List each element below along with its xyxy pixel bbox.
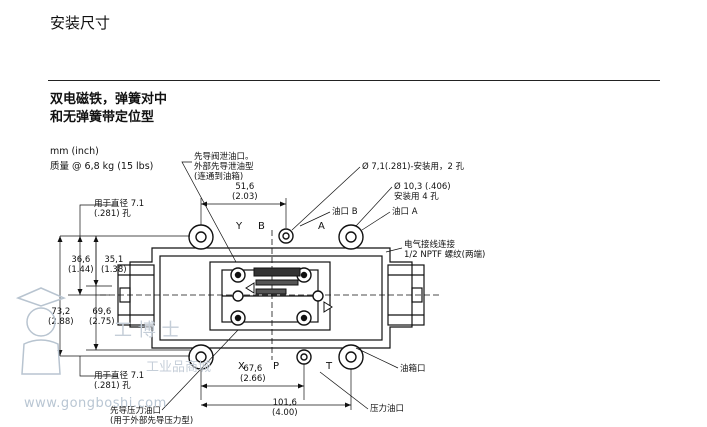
callout-port-a: 油口 A (392, 207, 418, 217)
callout-electrical: 电气接线连接 1/2 NPTF 螺纹(两端) (404, 240, 486, 260)
callout-pilot-pressure: 先导压力油口 (用于外部先导压力型) (110, 406, 194, 426)
callout-large-hole: Ø 10,3 (.406) 安装用 4 孔 (394, 182, 451, 202)
weight-label: 质量 @ 6,8 kg (15 lbs) (50, 161, 154, 172)
dim-67-6: 67,6(2.66) (240, 364, 266, 384)
subtitle-line1: 双电磁铁，弹簧对中 (50, 92, 168, 107)
pilot-section (209, 261, 331, 331)
page-title: 安装尺寸 (50, 14, 111, 32)
callout-port-b: 油口 B (332, 207, 358, 217)
units-label: mm (inch) (50, 146, 99, 157)
watermark-brand: 工 博 士 (114, 320, 180, 341)
callout-dia-top: 用于直径 7.1 (.281) 孔 (94, 199, 145, 219)
divider (48, 80, 660, 81)
port-t-label: T (326, 361, 333, 372)
dim-35-1: 35,1(1.38) (101, 255, 127, 275)
callout-pressure-port: 压力油口 (370, 404, 405, 414)
port-y-label: Y (236, 221, 243, 232)
dim-69-6: 69,6(2.75) (89, 307, 115, 327)
watermark-sub: 工业品商城 (146, 360, 212, 375)
subtitle-line2: 和无弹簧带定位型 (50, 110, 155, 125)
callout-small-hole: Ø 7,1(.281)-安装用，2 孔 (362, 162, 465, 172)
dim-73-2: 73,2(2.88) (48, 307, 74, 327)
port-x-label: X (238, 361, 245, 372)
callout-tank-port: 油箱口 (400, 364, 426, 374)
watermark-url: www.gongboshi.com (24, 396, 167, 411)
callout-dia-bottom: 用于直径 7.1 (.281) 孔 (94, 371, 145, 391)
watermark-mascot-icon (15, 287, 67, 375)
dim-51-6: 51,6(2.03) (232, 182, 258, 202)
port-p-label: P (273, 361, 280, 372)
port-a-label: A (318, 221, 325, 232)
callout-pilot-drain: 先导阀泄油口。 外部先导泄油型 (连通到油箱) (194, 152, 254, 182)
port-b-label: B (258, 221, 265, 232)
valve-body-outline (129, 247, 413, 349)
dim-36-6: 36,6(1.44) (68, 255, 94, 275)
inner-body (159, 255, 383, 341)
dim-101-6: 101,6(4.00) (272, 398, 298, 418)
